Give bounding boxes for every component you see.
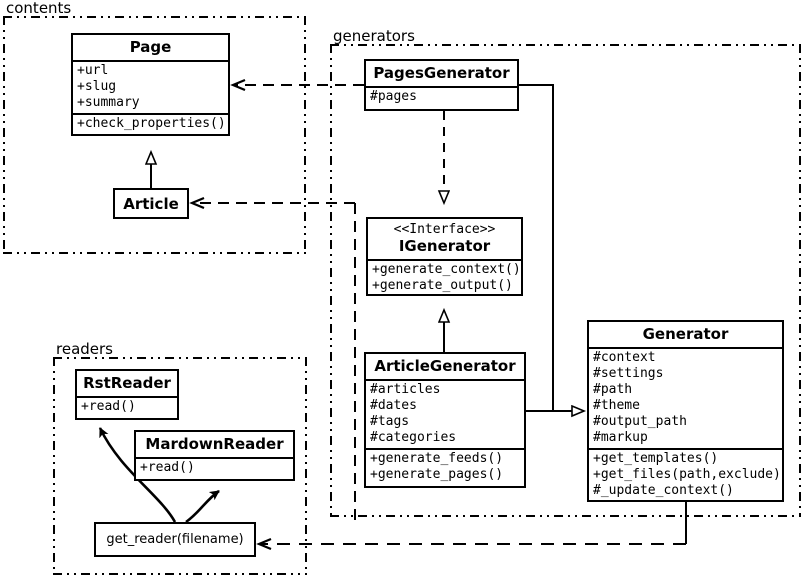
class-box-mardownreader[interactable]: MardownReader +read() [134,430,295,481]
class-attribute: #pages [370,89,417,104]
class-attribute: +url [77,63,109,78]
rel-getreader-creates-mardownreader [185,489,220,524]
class-methods-generator: +get_templates() +get_files(path,exclude… [589,448,782,501]
class-method: +generate_pages() [370,467,504,482]
class-attributes-articlegenerator: #articles #dates #tags #categories [366,379,524,448]
class-name-generator: Generator [642,325,729,343]
class-methods-articlegenerator: +generate_feeds() +generate_pages() [366,448,524,485]
class-attribute: #tags [370,414,410,429]
class-methods-igenerator: +generate_context() +generate_output() [368,259,521,296]
package-readers-left-edge [53,357,55,575]
class-name-page: Page [129,38,172,56]
class-header-igenerator: <<Interface>> IGenerator [368,219,521,259]
class-method: +get_templates() [593,451,719,466]
package-generators-bottom-edge [330,515,801,517]
class-attribute: #articles [370,382,441,397]
class-method: +generate_output() [372,278,513,293]
rel-generators-inherit-generator [519,84,584,411]
package-readers-top-edge [53,357,307,359]
class-method: +get_files(path,exclude) [593,467,781,482]
class-attribute: #theme [593,398,640,413]
class-name-pagesgenerator: PagesGenerator [373,64,510,82]
package-readers-label: readers [54,341,116,357]
class-name-article: Article [123,194,179,213]
class-methods-page: +check_properties() [73,113,228,134]
package-readers-right-edge [305,357,307,575]
class-method: +read() [81,399,136,414]
package-generators-right-edge [799,44,801,517]
class-method: #_update_context() [593,483,734,498]
class-name-articlegenerator: ArticleGenerator [374,357,516,375]
class-stereotype-igenerator: <<Interface>> [393,222,496,237]
class-attribute: +slug [77,79,117,94]
class-box-article[interactable]: Article [113,188,189,219]
class-attribute: #output_path [593,414,687,429]
package-contents-left-edge [3,16,5,254]
class-attributes-pagesgenerator: #pages [366,86,517,107]
class-attributes-page: +url +slug +summary [73,60,228,113]
class-attribute: #context [593,350,656,365]
class-method: +read() [140,460,195,475]
class-attribute: #categories [370,430,457,445]
function-box-get-reader[interactable]: get_reader(filename) [94,522,256,557]
package-contents-label: contents [4,0,75,16]
class-attribute: #settings [593,366,664,381]
class-box-generator[interactable]: Generator #context #settings #path #them… [587,320,784,502]
class-name-igenerator: IGenerator [398,237,491,255]
class-method: +check_properties() [77,116,226,131]
function-label-get-reader: get_reader(filename) [106,532,244,547]
package-contents-right-edge [304,16,306,254]
class-attribute: +summary [77,95,140,110]
class-box-rstreader[interactable]: RstReader +read() [75,369,179,420]
class-attribute: #dates [370,398,417,413]
class-attribute: #path [593,382,633,397]
class-name-rstreader: RstReader [83,374,171,392]
rel-generator-uses-get-reader [259,502,687,544]
package-readers-bottom-edge [53,573,307,575]
package-contents-bottom-edge [3,252,306,254]
class-method: +generate_feeds() [370,451,504,466]
package-generators-label: generators [331,28,418,44]
class-attributes-generator: #context #settings #path #theme #output_… [589,347,782,448]
class-name-mardownreader: MardownReader [145,435,284,453]
class-attribute: #markup [593,430,648,445]
class-box-pagesgenerator[interactable]: PagesGenerator #pages [364,59,519,111]
class-box-page[interactable]: Page +url +slug +summary +check_properti… [71,33,230,136]
package-contents-top-edge [3,16,306,18]
class-methods-rstreader: +read() [77,396,177,417]
class-box-articlegenerator[interactable]: ArticleGenerator #articles #dates #tags … [364,352,526,488]
class-method: +generate_context() [372,262,521,277]
package-generators-left-edge [330,44,332,517]
class-box-igenerator[interactable]: <<Interface>> IGenerator +generate_conte… [366,217,523,296]
package-generators-top-edge [330,44,801,46]
class-methods-mardownreader: +read() [136,457,293,478]
